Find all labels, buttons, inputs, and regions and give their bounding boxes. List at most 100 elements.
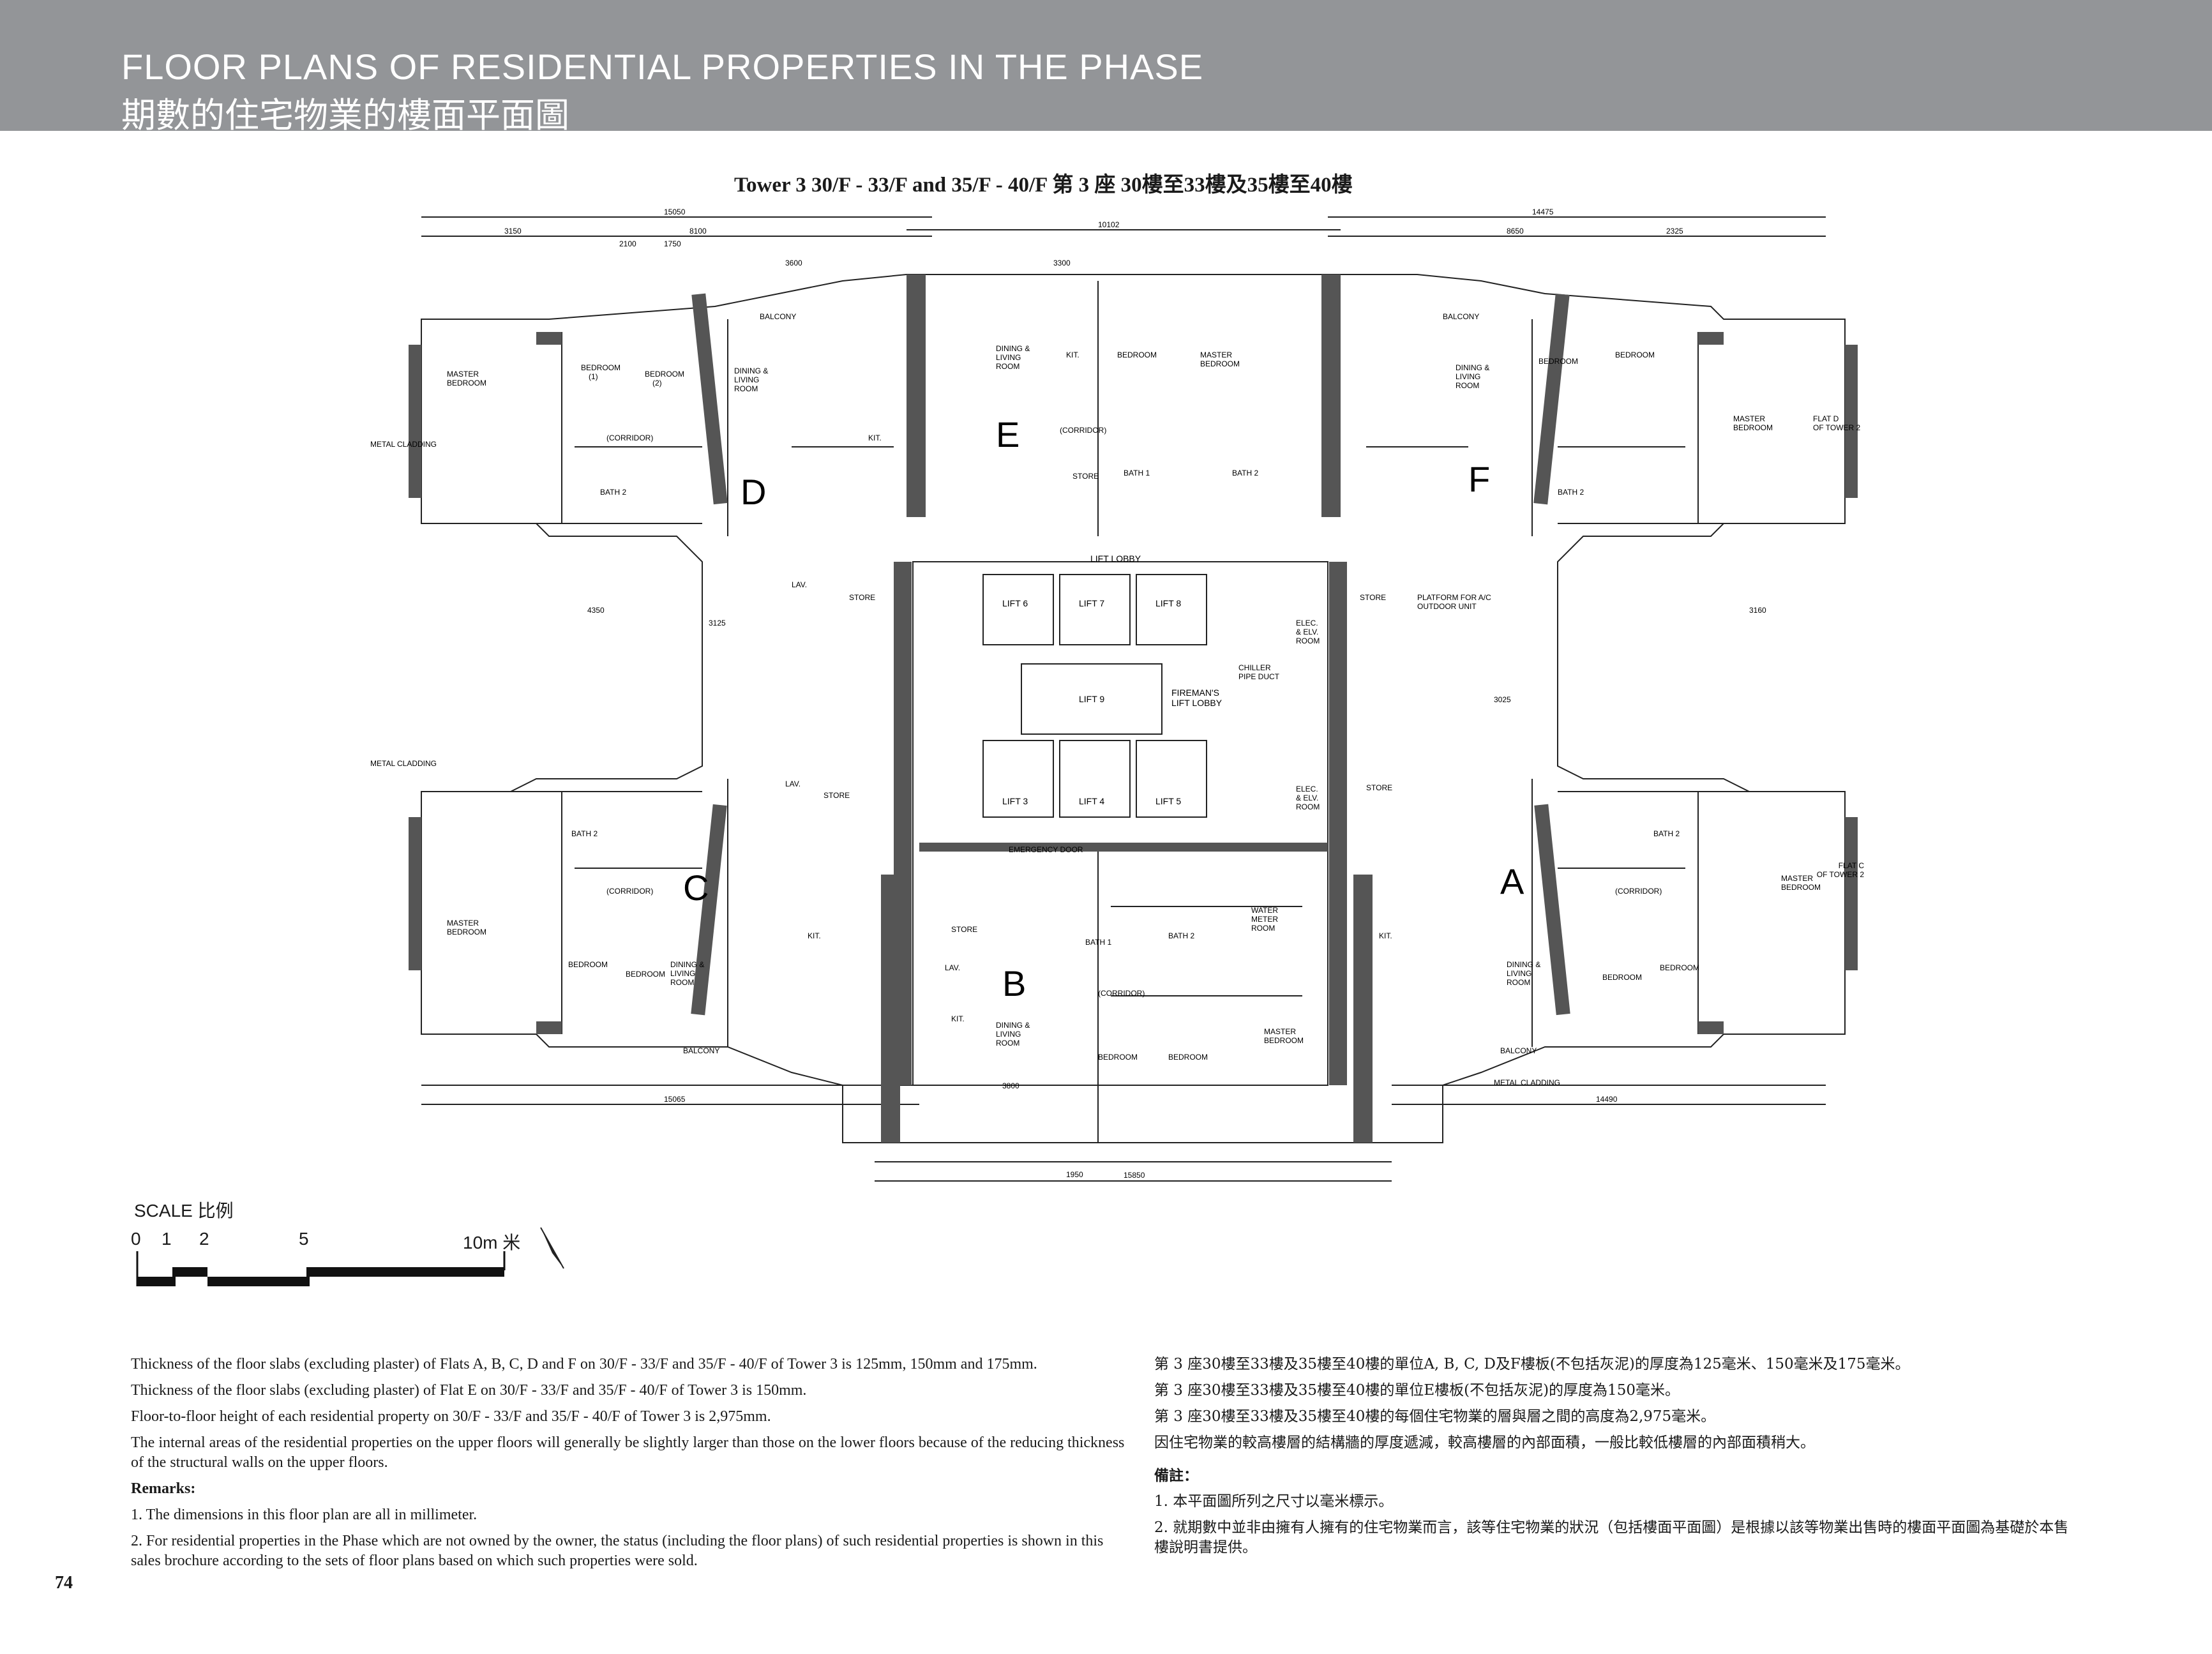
room-balcony-f: BALCONY xyxy=(1443,312,1479,321)
pipe-duct-label: PIPE DUCT xyxy=(1238,672,1280,681)
room-corridor-c: (CORRIDOR) xyxy=(606,887,653,896)
room-master-b: MASTER xyxy=(1264,1027,1296,1036)
room-bath1-e: BATH 1 xyxy=(1124,469,1150,477)
chiller-label: CHILLER xyxy=(1238,663,1271,672)
room-store-e: STORE xyxy=(1072,472,1099,481)
room-master-f: MASTER xyxy=(1733,414,1765,423)
room-bath2-d: BATH 2 xyxy=(600,488,626,497)
room-kit-e: KIT. xyxy=(1066,350,1080,359)
dim-top-left: 15050 xyxy=(664,207,686,216)
lift-3-label: LIFT 3 xyxy=(1002,796,1028,806)
room-kit-c: KIT. xyxy=(808,931,821,940)
lift-5-label: LIFT 5 xyxy=(1155,796,1181,806)
room-bedroom2-f: BEDROOM xyxy=(1539,357,1578,366)
room-corridor-a: (CORRIDOR) xyxy=(1615,887,1662,896)
fireman-label: FIREMAN'S xyxy=(1171,688,1219,698)
flat-label-e: E xyxy=(996,414,1019,455)
lift-8-label: LIFT 8 xyxy=(1155,598,1181,608)
room-master-d-2: BEDROOM xyxy=(447,379,486,387)
lift-9-label: LIFT 9 xyxy=(1079,694,1104,704)
remark-zh-2: 2. 就期數中並非由擁有人擁有的住宅物業而言，該等住宅物業的狀況（包括樓面平面圖… xyxy=(1154,1519,2069,1556)
dim-bottom-left: 15065 xyxy=(664,1095,686,1104)
room-master-a-2: BEDROOM xyxy=(1781,883,1821,892)
room-dining-e: DINING & xyxy=(996,344,1030,353)
scale-tick-5: 5 xyxy=(299,1229,309,1249)
room-water-b-3: ROOM xyxy=(1251,924,1275,933)
room-bath2-b: BATH 2 xyxy=(1168,931,1194,940)
room-room-a: ROOM xyxy=(1507,978,1530,987)
room-balcony-d: BALCONY xyxy=(760,312,796,321)
room-store-b: STORE xyxy=(951,925,977,934)
note-en-3: Floor-to-floor height of each residentia… xyxy=(131,1408,771,1425)
room-master-a: MASTER xyxy=(1781,874,1813,883)
room-bedroom1-a: BEDROOM xyxy=(1660,963,1699,972)
notes-english: Thickness of the floor slabs (excluding … xyxy=(131,1355,1127,1577)
dim-14: 3800 xyxy=(1002,1081,1019,1090)
note-en-4: The internal areas of the residential pr… xyxy=(131,1434,1125,1471)
room-balcony-c: BALCONY xyxy=(683,1046,719,1055)
dim-top-mid: 10102 xyxy=(1098,220,1120,229)
floor-plan: D E F C B A LIFT LOBBY LIFT 6 LIFT 7 LIF… xyxy=(370,207,1864,1182)
lift-lobby-label: LIFT LOBBY xyxy=(1090,553,1141,564)
flat-c-tower2-2: OF TOWER 2 xyxy=(1817,870,1864,879)
lift-4-label: LIFT 4 xyxy=(1079,796,1104,806)
room-kit-d: KIT. xyxy=(868,433,882,442)
room-living-d: LIVING xyxy=(734,375,759,384)
dim-6: 2100 xyxy=(619,239,636,248)
room-bath2-f: BATH 2 xyxy=(1558,488,1584,497)
metal-cladding-a: METAL CLADDING xyxy=(1494,1078,1560,1087)
room-bedroom1-d-num: (1) xyxy=(589,372,598,381)
room-bedroom1-c: BEDROOM xyxy=(568,960,608,969)
room-elec-f-3: ROOM xyxy=(1296,636,1320,645)
room-bedroom1-f: BEDROOM xyxy=(1615,350,1655,359)
room-room-b: ROOM xyxy=(996,1039,1019,1048)
remark-zh-1: 1. 本平面圖所列之尺寸以毫米標示。 xyxy=(1154,1493,1394,1510)
room-master-e: MASTER xyxy=(1200,350,1232,359)
room-bedroom2-d: BEDROOM xyxy=(645,370,684,379)
flat-d-tower2-2: OF TOWER 2 xyxy=(1813,423,1861,432)
room-balcony-a: BALCONY xyxy=(1500,1046,1537,1055)
header-title-en: FLOOR PLANS OF RESIDENTIAL PROPERTIES IN… xyxy=(121,47,1204,87)
room-store-a: STORE xyxy=(1366,783,1392,792)
note-zh-4: 因住宅物業的較高樓層的結構牆的厚度遞減，較高樓層的內部面積，一般比較低樓層的內部… xyxy=(1154,1434,1815,1451)
dim-5: 3300 xyxy=(1053,259,1071,267)
room-bath1-b: BATH 1 xyxy=(1085,938,1111,947)
room-bedroom2-b: BEDROOM xyxy=(1168,1053,1208,1062)
room-elec-a-3: ROOM xyxy=(1296,802,1320,811)
lift-6-label: LIFT 6 xyxy=(1002,598,1028,608)
room-store-f: STORE xyxy=(1360,593,1386,602)
remark-en-1: 1. The dimensions in this floor plan are… xyxy=(131,1507,478,1523)
room-dining-c: DINING & xyxy=(670,960,704,969)
page-number: 74 xyxy=(55,1573,73,1593)
room-elec-a: ELEC. xyxy=(1296,785,1318,793)
room-living-c: LIVING xyxy=(670,969,695,978)
scale-label: SCALE 比例 xyxy=(134,1201,234,1221)
room-dining-f: DINING & xyxy=(1456,363,1489,372)
remark-en-2: 2. For residential properties in the Pha… xyxy=(131,1533,1104,1569)
scale-tick-2: 2 xyxy=(199,1229,209,1249)
room-store-c: STORE xyxy=(824,791,850,800)
note-zh-3: 第 3 座30樓至33樓及35樓至40樓的每個住宅物業的層與層之間的高度為2,9… xyxy=(1154,1408,1716,1425)
remarks-zh-heading: 備註： xyxy=(1154,1467,1198,1484)
dim-3: 4350 xyxy=(587,606,605,615)
room-living-e: LIVING xyxy=(996,353,1021,362)
room-elec-a-2: & ELV. xyxy=(1296,793,1318,802)
room-elec-f: ELEC. xyxy=(1296,619,1318,628)
room-bedroom2-d-num: (2) xyxy=(652,379,662,387)
dim-bottom-right: 14490 xyxy=(1596,1095,1618,1104)
room-kit-a: KIT. xyxy=(1379,931,1392,940)
flat-label-d: D xyxy=(741,472,766,512)
dim-4: 3125 xyxy=(709,619,726,628)
remarks-en-heading: Remarks: xyxy=(131,1480,196,1497)
metal-cladding-c: METAL CLADDING xyxy=(370,759,437,768)
room-room-f: ROOM xyxy=(1456,381,1479,390)
flat-label-c: C xyxy=(683,868,709,908)
dim-7: 1750 xyxy=(664,239,681,248)
room-elec-f-2: & ELV. xyxy=(1296,628,1318,636)
room-bedroom2-c: BEDROOM xyxy=(626,970,665,979)
room-master-e-2: BEDROOM xyxy=(1200,359,1240,368)
note-zh-2: 第 3 座30樓至33樓及35樓至40樓的單位E樓板(不包括灰泥)的厚度為150… xyxy=(1154,1382,1680,1399)
scale-tick-1: 1 xyxy=(162,1229,172,1249)
room-master-d: MASTER xyxy=(447,370,479,379)
room-master-c-2: BEDROOM xyxy=(447,928,486,936)
